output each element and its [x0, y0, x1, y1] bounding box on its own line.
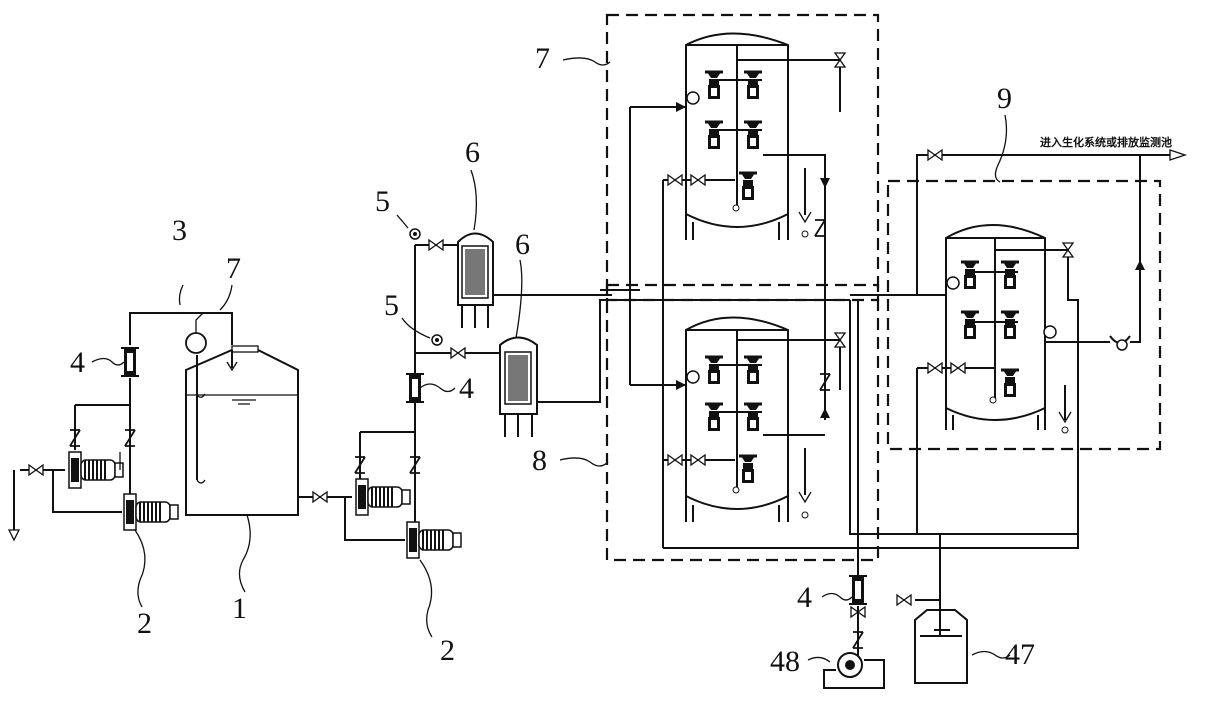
label-tank-level: 7	[226, 252, 241, 285]
label-gauge-upper: 5	[375, 185, 390, 218]
resin-vessel-lower	[630, 300, 1079, 605]
group-7-boundary	[605, 13, 880, 302]
storage-tank-1	[185, 345, 299, 516]
dosing-system	[823, 555, 968, 689]
leader-lines	[91, 57, 1011, 663]
label-tank: 1	[232, 592, 247, 625]
label-flowmeter-left: 4	[70, 346, 85, 379]
label-flowmeter-mid: 4	[459, 372, 474, 405]
group-8-boundary	[605, 283, 880, 562]
pump-assembly-middle	[344, 245, 462, 559]
label-group-right: 9	[997, 82, 1012, 115]
pump-assembly-left	[7, 347, 187, 542]
resin-vessel-right	[850, 149, 1188, 534]
label-gauge-lower: 5	[384, 289, 399, 322]
label-group-upper: 7	[535, 42, 550, 75]
outlet-text: 进入生化系统或排放监测池	[1040, 135, 1172, 149]
label-dosing-pump: 48	[770, 645, 800, 678]
label-flowmeter-bottom: 4	[797, 581, 812, 614]
label-pump-mid: 2	[440, 634, 455, 667]
label-group-lower: 8	[532, 444, 547, 477]
resin-vessel-upper	[629, 32, 846, 548]
pipe-3	[129, 312, 233, 345]
group-9-boundary	[886, 179, 1162, 451]
label-pump-left: 2	[137, 607, 152, 640]
level-gauge-icon	[185, 312, 207, 354]
label-pipe-top: 3	[172, 214, 187, 247]
label-filter-upper: 6	[465, 136, 480, 169]
label-filter-lower: 6	[515, 228, 530, 261]
label-dosing-tank: 47	[1005, 638, 1035, 671]
